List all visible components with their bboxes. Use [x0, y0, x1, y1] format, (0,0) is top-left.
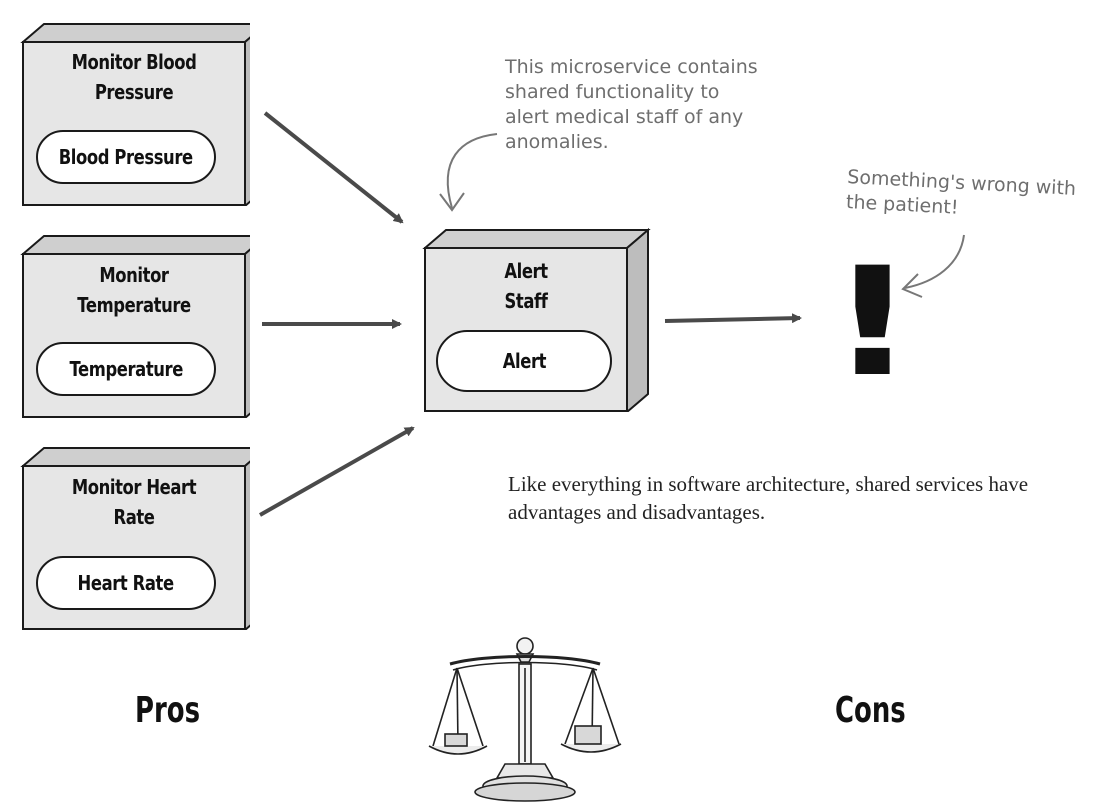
microservice-note: This microservice contains shared functi… [505, 56, 758, 153]
note-arrowhead-patient [901, 273, 923, 298]
service-title: Monitor Blood Pressure [71, 50, 197, 104]
service-box-heart-rate: Monitor Heart Rate Heart Rate [18, 444, 250, 630]
body-paragraph: Like everything in software architecture… [508, 472, 1029, 524]
note-arrow-patient [904, 234, 965, 289]
note-arrowhead-microservice [439, 192, 465, 212]
service-box-blood-pressure: Monitor Blood Pressure Blood Pressure [18, 20, 250, 206]
arrow-hr-to-alert [259, 426, 415, 517]
service-pill-label: Heart Rate [77, 571, 175, 595]
cons-heading: Cons [835, 690, 906, 731]
alert-pill: Alert [436, 330, 612, 392]
service-box-alert-staff: Alert Staff Alert [420, 226, 652, 412]
service-title: Monitor Heart Rate [71, 475, 197, 529]
service-title: Monitor Temperature [77, 263, 191, 317]
pros-heading: Pros [135, 690, 201, 731]
arrow-bp-to-alert [263, 111, 404, 224]
service-pill-label: Blood Pressure [58, 145, 193, 169]
arrow-alert-to-patient [664, 313, 802, 324]
note-arrow-microservice [446, 133, 498, 209]
alert-title: Alert Staff [504, 259, 548, 313]
service-pill: Heart Rate [36, 556, 216, 610]
balance-scale-icon [428, 637, 622, 802]
exclamation-mark: ! [828, 236, 917, 410]
service-pill: Temperature [36, 342, 216, 396]
service-box-temperature: Monitor Temperature Temperature [18, 232, 250, 418]
service-pill-label: Temperature [69, 357, 183, 381]
service-pill: Blood Pressure [36, 130, 216, 184]
alert-pill-label: Alert [502, 349, 546, 373]
